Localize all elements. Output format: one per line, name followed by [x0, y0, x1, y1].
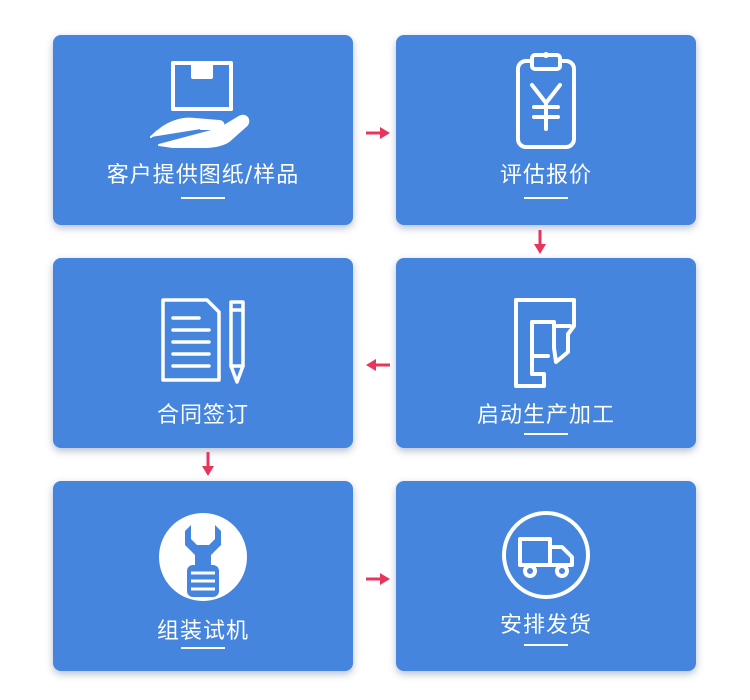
underline-divider — [181, 197, 225, 199]
step-label: 组装试机 — [156, 619, 249, 644]
step-label: 合同签订 — [156, 403, 249, 428]
step-card-provide-drawings: 客户提供图纸/样品 — [53, 35, 353, 225]
step-label: 启动生产加工 — [476, 403, 615, 428]
step-card-evaluate-quote: 评估报价 — [396, 35, 696, 225]
underline-divider — [524, 644, 568, 646]
delivery-truck-icon — [486, 503, 606, 613]
underline-divider — [181, 647, 225, 649]
step-card-sign-contract: 合同签订 — [53, 258, 353, 448]
glue-gun-icon — [486, 286, 606, 396]
arrow-down-icon — [201, 450, 215, 478]
wrench-fist-icon — [143, 511, 263, 621]
step-card-start-production: 启动生产加工 — [396, 258, 696, 448]
hand-box-icon — [143, 45, 263, 155]
arrow-down-icon — [533, 228, 547, 256]
step-card-assembly-testing: 组装试机 — [53, 481, 353, 671]
step-label: 安排发货 — [499, 613, 592, 638]
underline-divider — [524, 433, 568, 435]
step-label: 客户提供图纸/样品 — [106, 163, 300, 188]
underline-divider — [524, 197, 568, 199]
document-pen-icon — [143, 288, 263, 398]
arrow-right-icon — [364, 126, 392, 140]
step-card-arrange-shipping: 安排发货 — [396, 481, 696, 671]
arrow-right-icon — [364, 572, 392, 586]
arrow-left-icon — [364, 358, 392, 372]
step-label: 评估报价 — [499, 163, 592, 188]
clipboard-yen-icon — [486, 45, 606, 155]
